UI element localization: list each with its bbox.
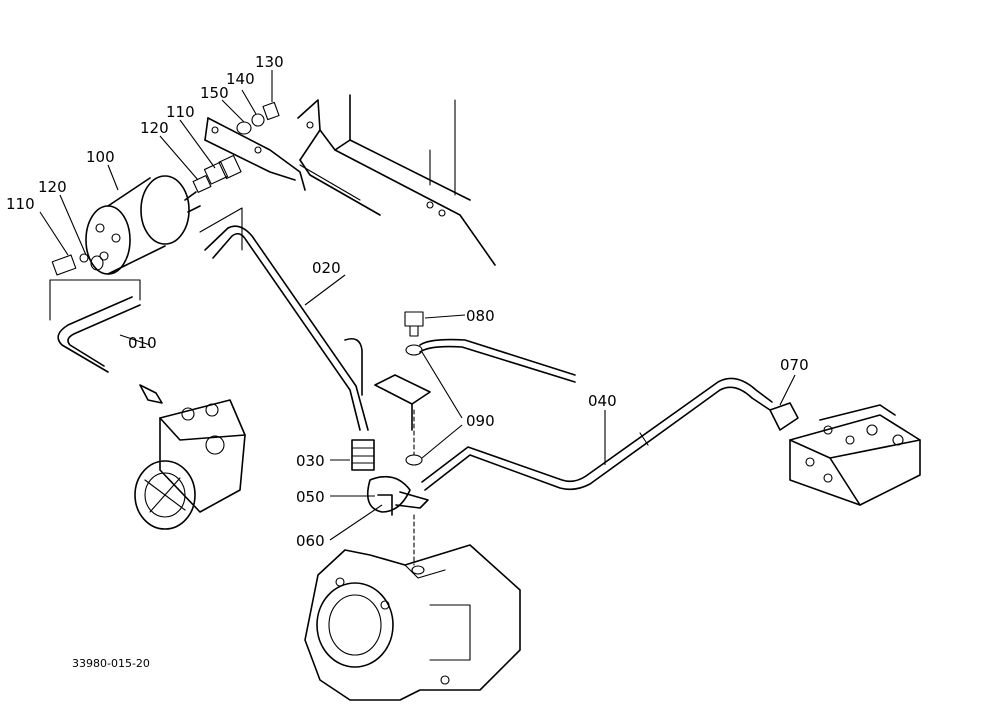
control-valve [789,404,921,506]
label-100: 100 [86,148,115,166]
fitting-070 [769,402,799,431]
label-130: 130 [255,53,284,71]
clip-050-060 [366,475,429,516]
pipe-040 [421,377,773,491]
label-030: 030 [296,452,325,470]
filter-assembly [51,101,280,276]
clamp-bracket [344,311,576,466]
label-120-left: 120 [38,178,67,196]
label-070: 070 [780,356,809,374]
transmission-housing [304,514,521,701]
drawing-code: 33980-015-20 [72,657,150,670]
label-090: 090 [466,412,495,430]
pipe-020 [199,207,369,431]
label-080: 080 [466,307,495,325]
reference-labels: 010 020 030 040 050 060 070 080 090 100 … [6,53,809,670]
label-110-left: 110 [6,195,35,213]
label-050: 050 [296,488,325,506]
label-010: 010 [128,334,157,352]
label-110-right: 110 [166,103,195,121]
pipe-010 [49,279,141,373]
label-150: 150 [200,84,229,102]
tractor-frame [204,94,496,266]
label-060: 060 [296,532,325,550]
leader-lines [39,70,796,541]
label-040: 040 [588,392,617,410]
fitting-030 [351,439,375,471]
hydraulic-pump [134,384,246,530]
label-140: 140 [226,70,255,88]
label-120-right: 120 [140,119,169,137]
label-020: 020 [312,259,341,277]
